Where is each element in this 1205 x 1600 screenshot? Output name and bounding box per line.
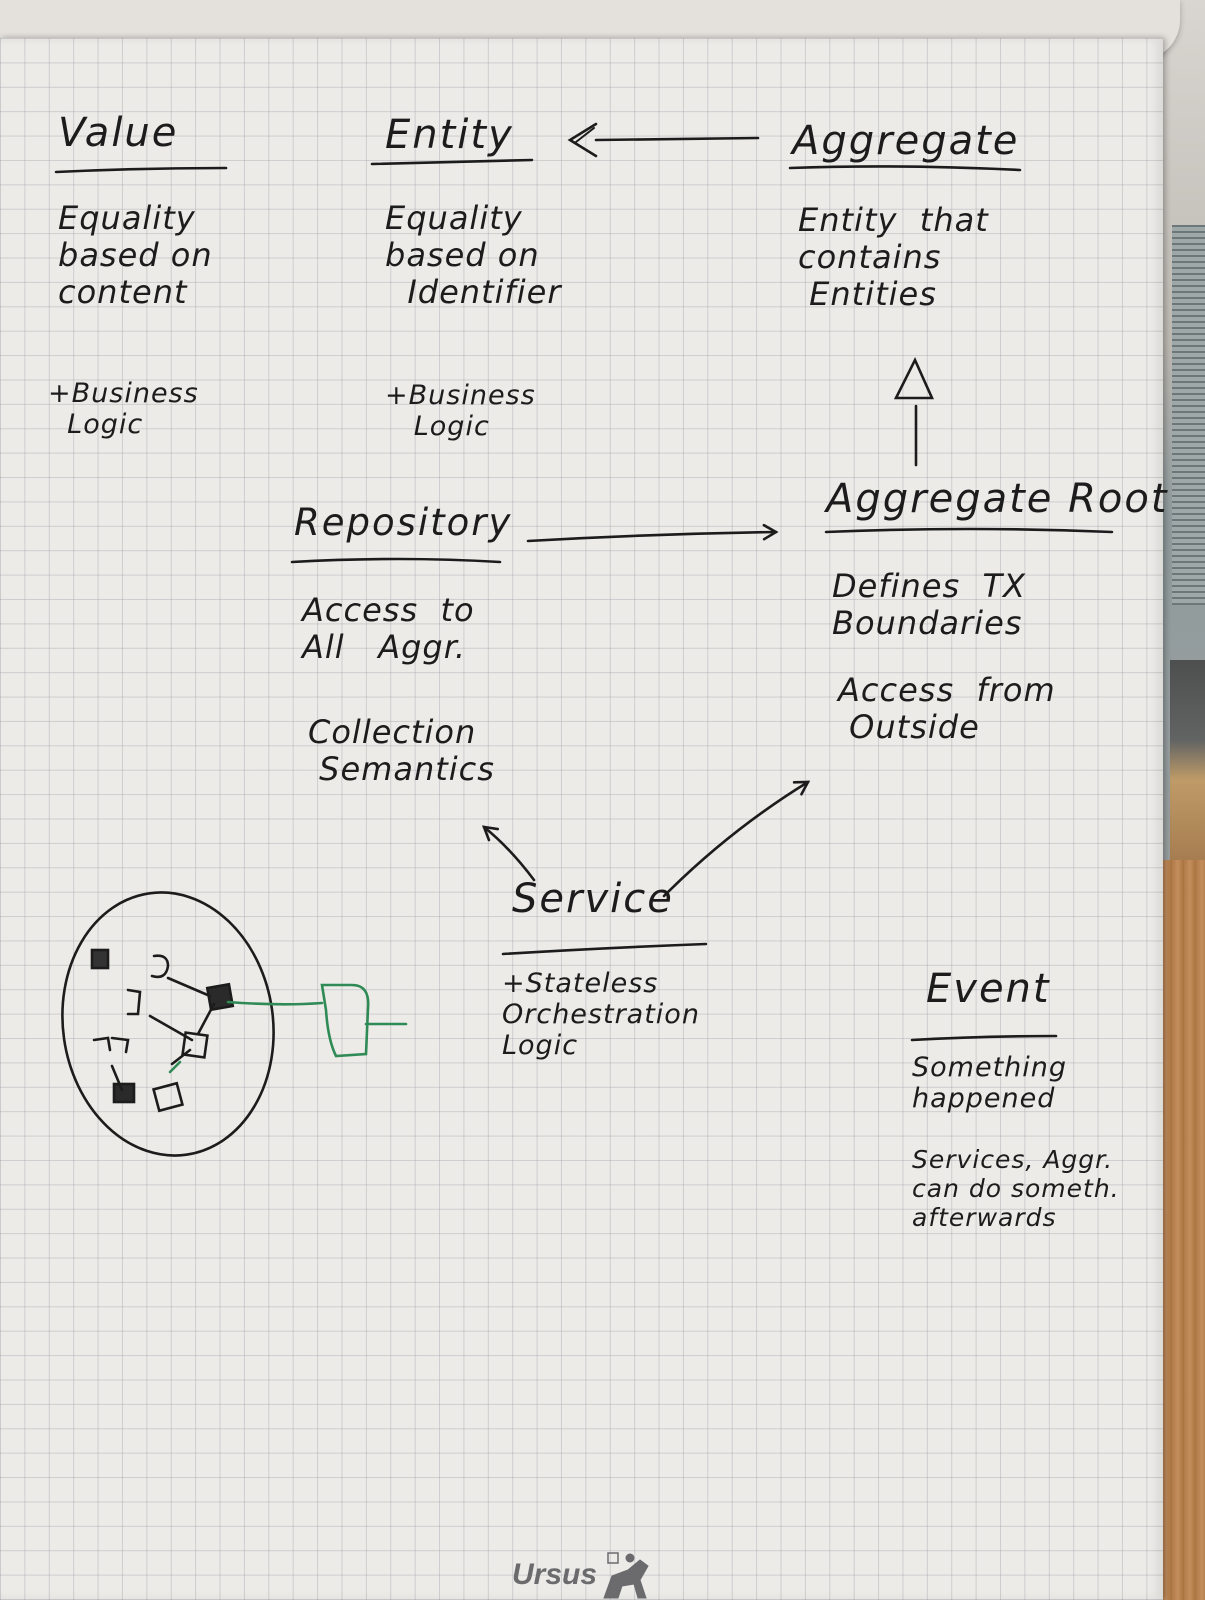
- entity-business-logic: +Business Logic: [385, 380, 536, 443]
- value-heading: Value: [58, 110, 179, 156]
- aggregate-description: Entity that contains Entities: [798, 201, 989, 313]
- aggregate-root-heading: Aggregate Root: [826, 476, 1169, 522]
- repository-access: Access to All Aggr.: [302, 591, 475, 666]
- service-heading: Service: [512, 876, 674, 922]
- aggregate-root-access: Access from Outside: [838, 671, 1056, 746]
- event-something-happened: Something happened: [912, 1052, 1068, 1115]
- flipchart-paper: [0, 38, 1163, 1600]
- repository-heading: Repository: [294, 501, 513, 544]
- aggregate-root-tx-boundaries: Defines TX Boundaries: [832, 567, 1026, 642]
- window-blinds: [1172, 225, 1205, 605]
- aggregate-heading: Aggregate: [792, 118, 1020, 164]
- event-services-react: Services, Aggr. can do someth. afterward…: [912, 1145, 1120, 1232]
- wooden-floor: [1160, 860, 1205, 1600]
- entity-description: Equality based on Identifier: [385, 199, 562, 311]
- ursus-brand-logo: Ursus: [512, 1558, 598, 1591]
- value-business-logic: +Business Logic: [48, 378, 199, 441]
- entity-heading: Entity: [385, 112, 514, 158]
- value-description: Equality based on content: [58, 199, 213, 311]
- chair: [1170, 660, 1205, 860]
- service-description: +Stateless Orchestration Logic: [502, 968, 700, 1062]
- repository-collection-semantics: Collection Semantics: [308, 713, 495, 788]
- event-heading: Event: [926, 966, 1051, 1012]
